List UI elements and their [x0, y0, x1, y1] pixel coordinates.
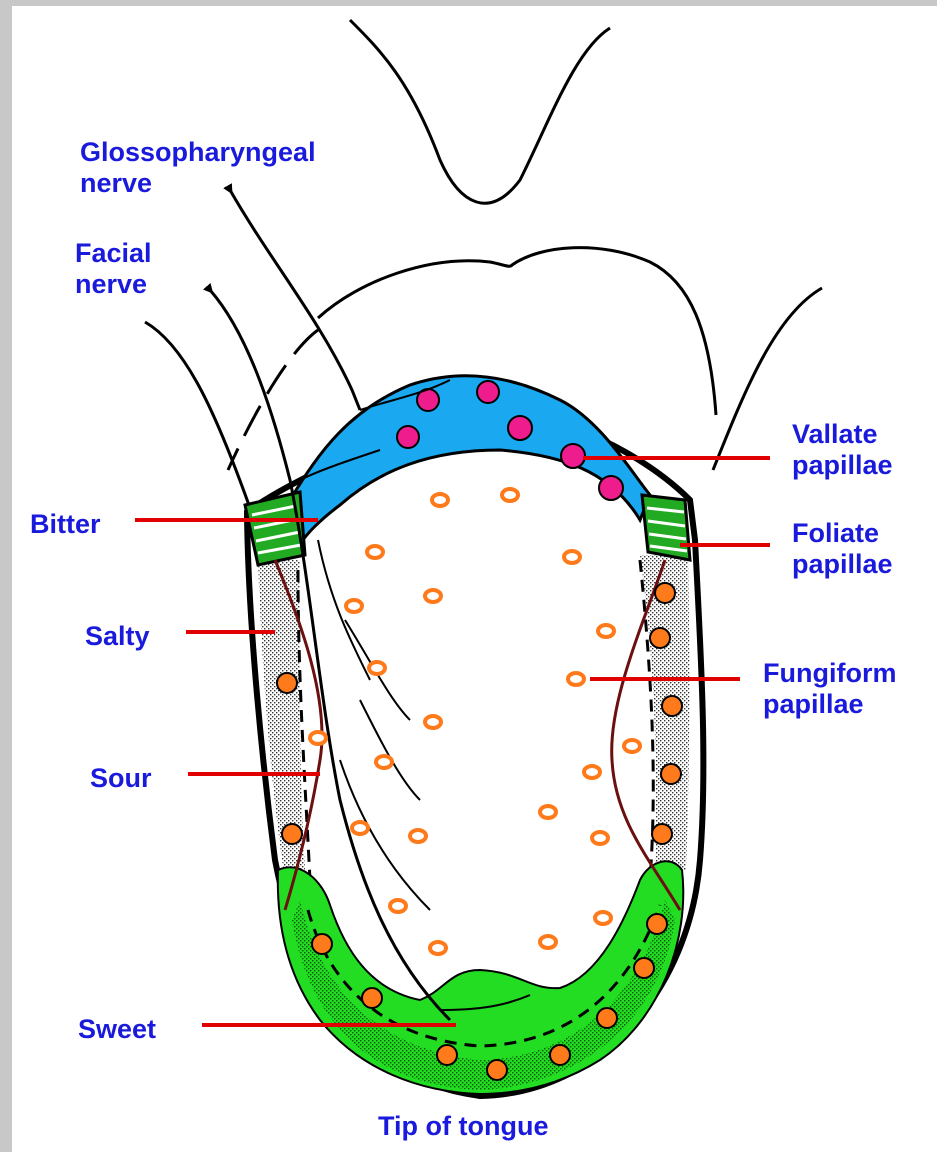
sour-label: Sour [90, 763, 152, 794]
vallate-papillae-label: Vallate papillae [792, 419, 893, 481]
bitter-label: Bitter [30, 509, 101, 540]
tip-of-tongue-label: Tip of tongue [378, 1111, 548, 1142]
foliate-papillae-label: Foliate papillae [792, 518, 893, 580]
facial-line-1: Facial [75, 238, 152, 269]
glossopharyngeal-line-2: nerve [80, 168, 316, 199]
foliate-line-2: papillae [792, 549, 893, 580]
facial-nerve-label: Facial nerve [75, 238, 152, 300]
left-dashed-wall [228, 330, 318, 470]
pharynx-outline [350, 20, 610, 203]
sweet-label: Sweet [78, 1014, 156, 1045]
fungiform-papillae-label: Fungiform papillae [763, 658, 896, 720]
foliate-right [642, 495, 690, 560]
left-pharynx-wall [145, 322, 250, 508]
fungiform-line-1: Fungiform [763, 658, 896, 689]
diagram-canvas: Glossopharyngeal nerve Facial nerve Bitt… [12, 6, 937, 1152]
salty-label: Salty [85, 621, 150, 652]
foliate-line-1: Foliate [792, 518, 893, 549]
facial-line-2: nerve [75, 269, 152, 300]
glossopharyngeal-nerve-label: Glossopharyngeal nerve [80, 137, 316, 199]
fungiform-line-2: papillae [763, 689, 896, 720]
vallate-line-1: Vallate [792, 419, 893, 450]
vallate-line-2: papillae [792, 450, 893, 481]
glossopharyngeal-line-1: Glossopharyngeal [80, 137, 316, 168]
